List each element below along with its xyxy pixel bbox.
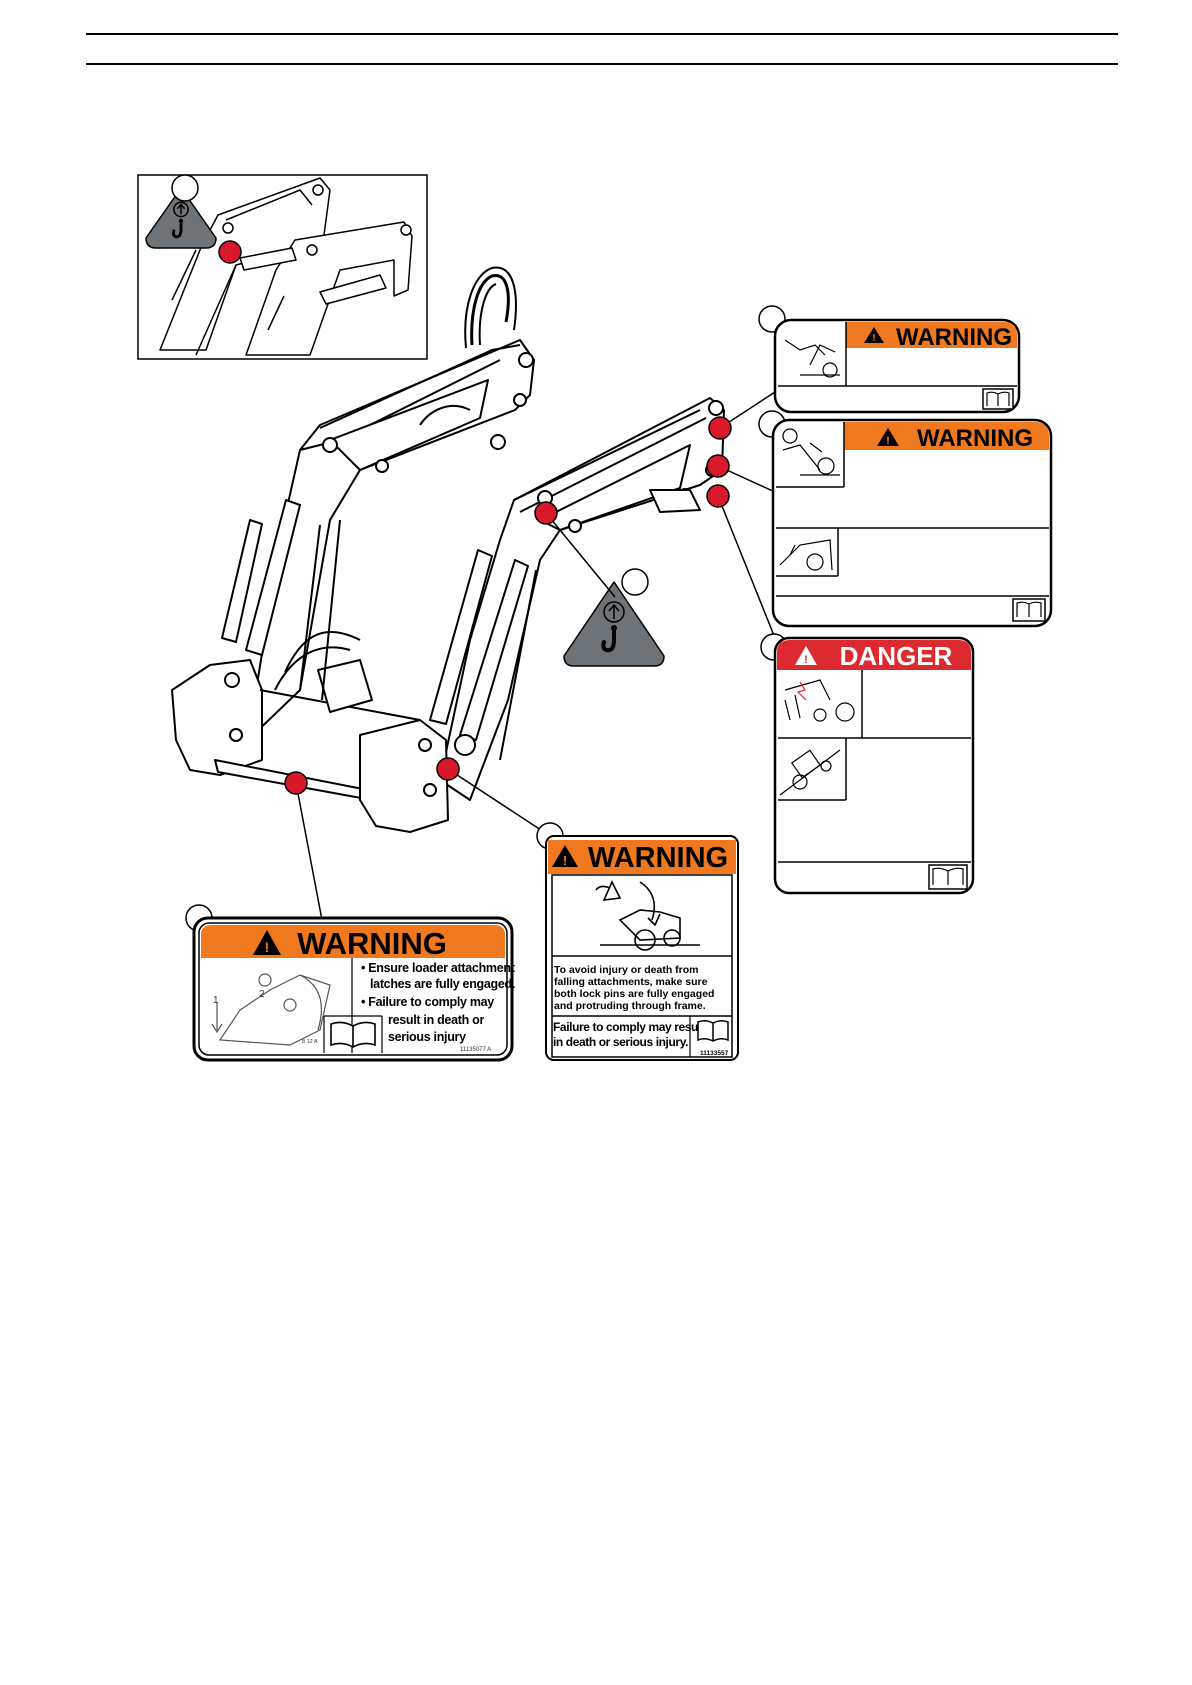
decal-warning-middle-header: WARNING [917, 425, 1033, 452]
lockpin-body-line-2: falling attachments, make sure [554, 976, 708, 988]
latch-fig-code: 8 12 A [302, 1039, 318, 1045]
hook-lift-point-icon [563, 581, 665, 667]
red-callout-dot [534, 501, 558, 525]
header-rule-top [86, 33, 1118, 35]
loader-frame-drawing [171, 266, 725, 833]
decal-warning-middle: ! WARNING [771, 418, 1053, 628]
electrocution-pictogram [784, 679, 855, 722]
decal-warning-top-header: WARNING [896, 324, 1012, 351]
red-callout-dot [284, 771, 308, 795]
red-callout-dot [436, 757, 460, 781]
latch-bullet-2-line-3: serious injury [388, 1030, 466, 1044]
operator-manual-book-icon [697, 1019, 729, 1042]
lockpin-part-number: 11133557 [700, 1050, 729, 1057]
svg-text:!: ! [886, 435, 890, 447]
lockpin-footer-line-1: Failure to comply may result [553, 1020, 705, 1034]
callout-number-circle [171, 174, 199, 202]
lockpin-body-line-4: and protruding through frame. [554, 1000, 706, 1012]
exclamation-triangle-icon [253, 930, 281, 955]
tractor-attachment-pictogram [595, 880, 700, 951]
lift-point-decals [145, 187, 665, 667]
exclamation-triangle-icon [795, 646, 817, 665]
warning-header-band [548, 840, 736, 874]
decal-lockpin-header: WARNING [588, 842, 728, 874]
exclamation-triangle-icon [864, 327, 884, 343]
latch-step-1-label: 1 [213, 995, 219, 1006]
operator-manual-book-icon [330, 1021, 376, 1048]
svg-text:!: ! [804, 654, 808, 666]
inset-detail-view [137, 174, 428, 360]
red-callout-dot [706, 484, 730, 508]
hook-lift-point-icon [145, 187, 217, 249]
latch-bullet-1-line-2: latches are fully engaged. [370, 977, 515, 991]
lockpin-body-line-1: To avoid injury or death from [554, 964, 698, 976]
rollover-pictogram [779, 749, 841, 796]
operator-manual-book-icon [1012, 598, 1046, 622]
red-callout-dot [708, 416, 732, 440]
operator-manual-book-icon [928, 864, 968, 890]
decal-warning-lock-pins: ! WARNING To avoid injury or death from … [545, 835, 739, 1061]
svg-text:!: ! [265, 939, 270, 955]
falling-load-pictogram [782, 428, 840, 476]
crush-hazard-pictogram [779, 539, 833, 571]
svg-text:!: ! [872, 333, 875, 344]
latch-bullet-2-line-1: • Failure to comply may [361, 995, 494, 1009]
latch-step-2-label: 2 [259, 989, 265, 1000]
header-rule-bottom [86, 63, 1118, 65]
decal-danger-header: DANGER [840, 641, 953, 671]
exclamation-triangle-icon [552, 845, 578, 867]
decal-location-markers [218, 240, 732, 795]
decal-warning-top: ! WARNING [773, 318, 1021, 414]
lockpin-body-line-3: both lock pins are fully engaged [554, 988, 714, 1000]
red-callout-dot [218, 240, 242, 264]
latch-bullet-2-line-2: result in death or [388, 1013, 484, 1027]
latch-bullet-1-line-1: • Ensure loader attachment [361, 961, 516, 975]
svg-text:!: ! [563, 853, 567, 868]
latch-part-number: 11135077 A [460, 1047, 491, 1053]
decal-latch-header: WARNING [297, 926, 447, 961]
lockpin-footer-line-2: in death or serious injury. [553, 1035, 688, 1049]
decal-danger: ! DANGER [773, 636, 975, 895]
callout-number-circle [621, 568, 649, 596]
bucket-hazard-pictogram [784, 339, 840, 378]
latch-engagement-pictogram [211, 973, 331, 1046]
red-callout-dot [706, 454, 730, 478]
decal-warning-latches: ! WARNING 1 2 8 12 A • Ensure loader att… [192, 916, 516, 1062]
exclamation-triangle-icon [877, 428, 899, 446]
operator-manual-book-icon [982, 388, 1014, 410]
